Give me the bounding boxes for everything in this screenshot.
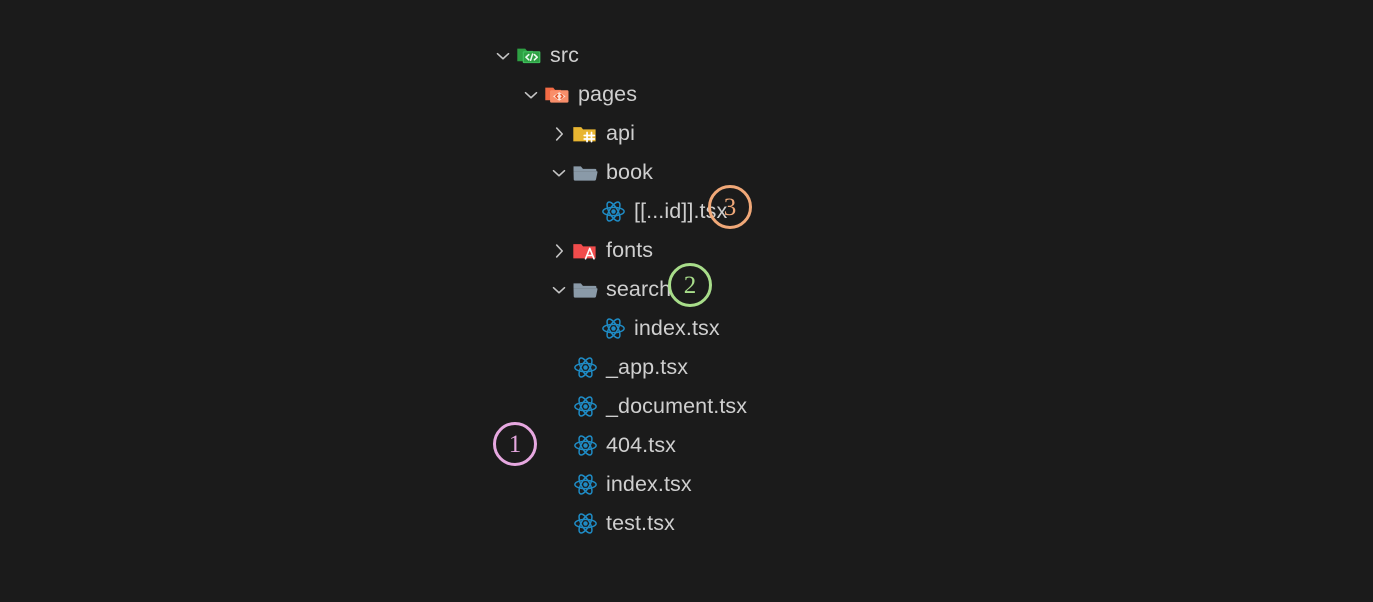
twisty-spacer: [574, 309, 600, 348]
file-name-label: _document.tsx: [606, 394, 748, 418]
tree-row[interactable]: _document.tsx: [0, 387, 1373, 426]
tree-row[interactable]: test.tsx: [0, 504, 1373, 543]
react-file-icon: [600, 192, 626, 231]
tree-row[interactable]: 404.tsx: [0, 426, 1373, 465]
folder-name-label: search: [606, 277, 672, 301]
twisty-spacer: [546, 426, 572, 465]
file-name-label: index.tsx: [634, 316, 720, 340]
twisty-spacer: [546, 504, 572, 543]
chevron-right-icon[interactable]: [546, 114, 572, 153]
tree-row[interactable]: fonts: [0, 231, 1373, 270]
folder-src-code-icon: [516, 36, 542, 75]
file-name-label: 404.tsx: [606, 433, 677, 457]
folder-fonts-icon: [572, 231, 598, 270]
chevron-down-icon[interactable]: [546, 270, 572, 309]
chevron-right-icon[interactable]: [546, 231, 572, 270]
tree-row[interactable]: book: [0, 153, 1373, 192]
folder-name-label: api: [606, 121, 635, 145]
tree-root: src pages api book [[...id]].tsx fonts search i…: [0, 36, 1373, 543]
tree-row[interactable]: _app.tsx: [0, 348, 1373, 387]
react-file-icon: [572, 348, 598, 387]
twisty-spacer: [546, 387, 572, 426]
tree-row[interactable]: api: [0, 114, 1373, 153]
tree-row[interactable]: search: [0, 270, 1373, 309]
tree-row[interactable]: index.tsx: [0, 309, 1373, 348]
tree-row[interactable]: src: [0, 36, 1373, 75]
tree-row[interactable]: pages: [0, 75, 1373, 114]
folder-api-icon: [572, 114, 598, 153]
folder-name-label: pages: [578, 82, 638, 106]
chevron-down-icon[interactable]: [546, 153, 572, 192]
react-file-icon: [572, 465, 598, 504]
file-name-label: _app.tsx: [606, 355, 689, 379]
file-name-label: test.tsx: [606, 511, 675, 535]
react-file-icon: [572, 426, 598, 465]
twisty-spacer: [546, 465, 572, 504]
react-file-icon: [572, 387, 598, 426]
folder-plain-icon: [572, 153, 598, 192]
file-name-label: index.tsx: [606, 472, 692, 496]
tree-row[interactable]: index.tsx: [0, 465, 1373, 504]
folder-name-label: src: [550, 43, 579, 67]
file-name-label: [[...id]].tsx: [634, 199, 728, 223]
folder-name-label: fonts: [606, 238, 654, 262]
folder-plain-icon: [572, 270, 598, 309]
react-file-icon: [572, 504, 598, 543]
react-file-icon: [600, 309, 626, 348]
twisty-spacer: [546, 348, 572, 387]
chevron-down-icon[interactable]: [518, 75, 544, 114]
twisty-spacer: [574, 192, 600, 231]
tree-row[interactable]: [[...id]].tsx: [0, 192, 1373, 231]
folder-pages-icon: [544, 75, 570, 114]
folder-name-label: book: [606, 160, 654, 184]
chevron-down-icon[interactable]: [490, 36, 516, 75]
